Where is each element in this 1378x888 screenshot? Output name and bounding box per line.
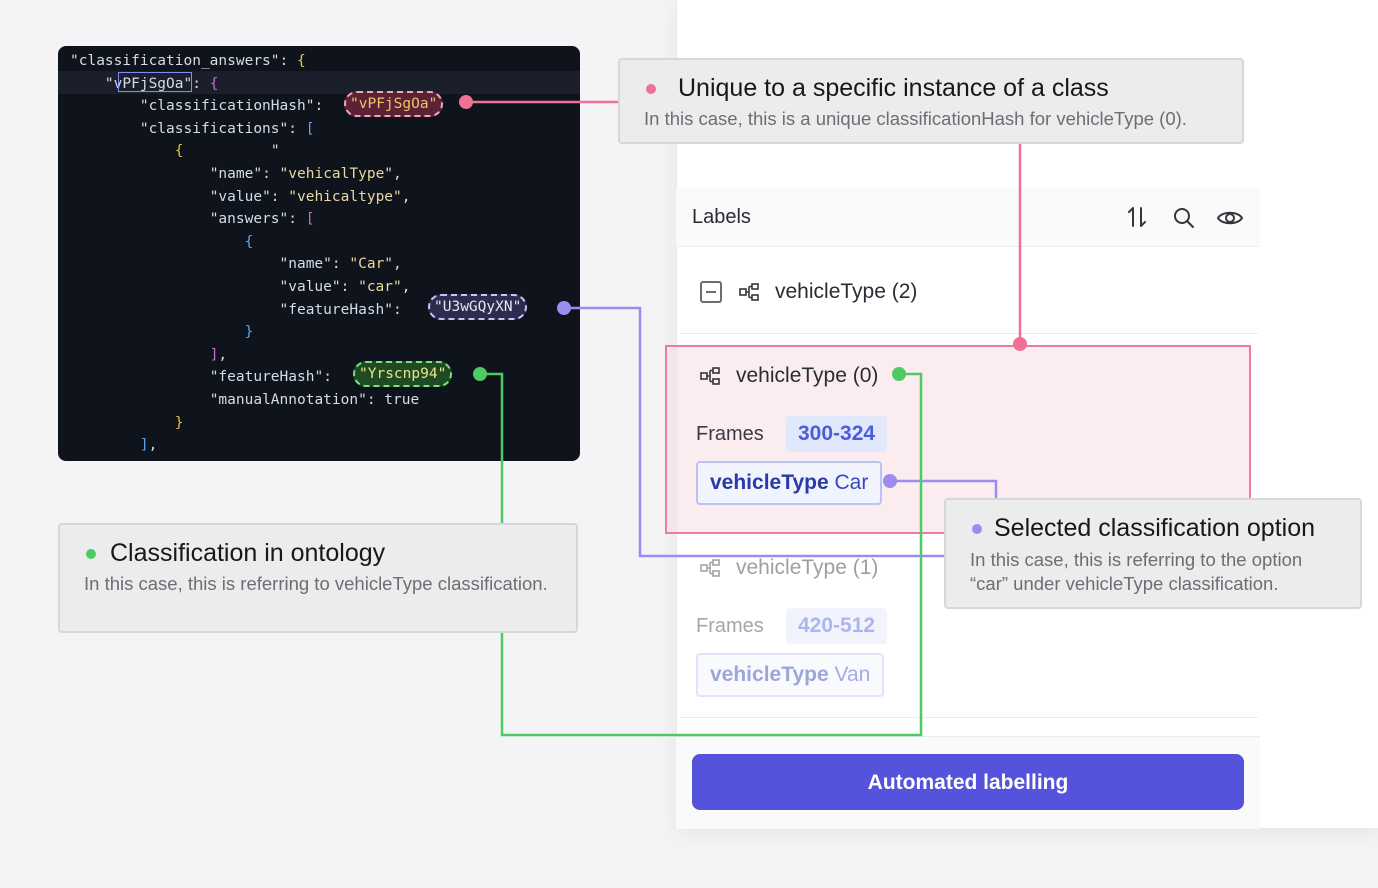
purple-connector (564, 306, 998, 558)
callout-title: Unique to a specific instance of a class (678, 74, 1109, 102)
green-connector (480, 372, 923, 737)
answer-feature-hash-pill: "U3wGQyXN" (428, 294, 528, 320)
ontology-tree-icon (739, 283, 761, 301)
labels-title: Labels (692, 206, 751, 228)
class-root-label[interactable]: vehicleType (2) (775, 280, 918, 303)
instance-label[interactable]: vehicleType (1) (736, 556, 879, 579)
search-icon[interactable] (1172, 206, 1196, 234)
divider (680, 333, 1258, 334)
frames-badge: 420-512 (786, 608, 888, 644)
sort-icon[interactable] (1126, 205, 1148, 233)
json-code: "classification_answers": { "vPFjSgOa": … (70, 53, 420, 454)
green-dot (86, 549, 96, 559)
divider (680, 717, 1258, 718)
instance-label[interactable]: vehicleType (0) (736, 364, 879, 387)
callout-selected-option: Selected classification option In this c… (944, 498, 1362, 609)
instance-key-box (118, 72, 192, 92)
eye-icon[interactable] (1216, 208, 1244, 232)
callout-description: In this case, this is referring to vehic… (84, 573, 548, 594)
current-line (58, 71, 580, 94)
green-connector-dot (473, 367, 487, 381)
frames-label: Frames (696, 423, 764, 445)
green-connector-dot (892, 367, 906, 381)
pink-connector-dot (459, 95, 473, 109)
callout-description: In this case, this is referring to the o… (970, 549, 1303, 594)
classification-chip[interactable]: vehicleType Car (696, 461, 883, 505)
pink-connector (466, 100, 1022, 344)
ontology-tree-icon (700, 559, 722, 577)
automated-labelling-button[interactable]: Automated labelling (692, 754, 1244, 810)
callout-title: Classification in ontology (110, 539, 386, 567)
classification-chip[interactable]: vehicleType Van (696, 653, 885, 697)
callout-description: In this case, this is a unique classific… (644, 108, 1187, 129)
pink-connector-dot (1013, 337, 1027, 351)
callout-unique-instance: Unique to a specific instance of a class… (618, 58, 1244, 144)
callout-ontology: Classification in ontology In this case,… (58, 523, 578, 633)
callout-title: Selected classification option (994, 514, 1316, 542)
purple-connector-dot (883, 474, 897, 488)
purple-dot (972, 524, 982, 534)
ontology-tree-icon (700, 367, 722, 385)
pink-dot (646, 84, 656, 94)
classification-hash-pill: "vPFjSgOa" (344, 91, 444, 117)
code-panel: "classification_answers": { "vPFjSgOa": … (58, 46, 580, 461)
purple-connector-dot (557, 301, 571, 315)
feature-hash-pill: "Yrscnp94" (353, 361, 453, 387)
labels-header (676, 188, 1260, 247)
frames-badge: 300-324 (786, 416, 888, 452)
frames-label: Frames (696, 615, 764, 637)
collapse-checkbox[interactable] (700, 281, 722, 303)
